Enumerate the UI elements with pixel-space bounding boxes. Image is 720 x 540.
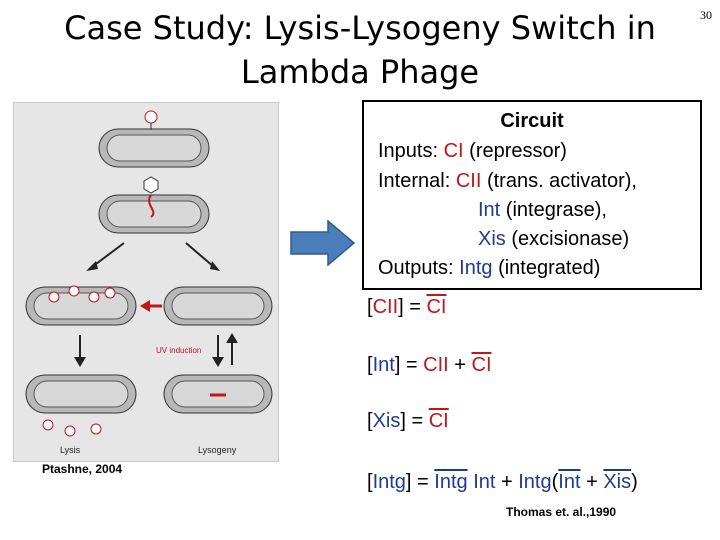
eq2-lhs: Int: [372, 354, 395, 376]
uv-label: UV induction: [156, 346, 201, 355]
inputs-desc: (repressor): [463, 140, 567, 162]
equation-intg: [Intg] = Intg Int + Intg(Int + Xis): [367, 471, 638, 493]
slide-title: Case Study: Lysis-Lysogeny Switch in Lam…: [64, 9, 656, 91]
eq4-term-1: Intg: [434, 471, 468, 493]
equation-xis: [Xis] = CI: [367, 410, 449, 432]
internal-species-1: CII: [455, 170, 482, 192]
eq1-lhs: CII: [372, 296, 399, 318]
outputs-desc: (integrated): [492, 257, 601, 279]
internal-line-1: Internal: CII (trans. activator),: [378, 170, 637, 193]
eq4-term-3: Intg: [518, 471, 552, 493]
eq4-lhs: Intg: [372, 471, 406, 493]
internal-species-2: Int: [478, 199, 501, 221]
outputs-line: Outputs: Intg (integrated): [378, 257, 600, 280]
internal-desc-3: (excisionase): [505, 228, 630, 250]
eq4-term-4: Int: [558, 471, 581, 493]
lysis-label: Lysis: [60, 445, 81, 455]
eq2-term-1: CII: [423, 354, 449, 376]
cell-lysogeny: [163, 374, 273, 414]
inputs-label: Inputs:: [378, 140, 444, 162]
arrow-to-lysogeny: [185, 242, 215, 268]
internal-desc-2: (integrase),: [500, 199, 607, 221]
eq4-term-5: Xis: [603, 471, 632, 493]
cell-lysis: [25, 374, 137, 437]
cell-injection: [98, 176, 210, 234]
outputs-label: Outputs:: [378, 257, 460, 279]
eq3-lhs: Xis: [372, 410, 401, 432]
citation: Thomas et. al.,1990: [506, 505, 617, 519]
inputs-line: Inputs: CI (repressor): [378, 140, 567, 163]
phage-lifecycle-figure: UV induction Lysis Lysogeny: [13, 102, 279, 462]
equation-cii: [CII] = CI: [367, 296, 447, 318]
internal-line-3: Xis (excisionase): [478, 228, 629, 251]
cell-infection: [98, 110, 210, 168]
slide-number: 30: [700, 8, 712, 22]
right-arrow-icon: [290, 220, 356, 266]
arrow-to-lysis: [91, 242, 125, 268]
outputs-species: Intg: [459, 257, 493, 279]
cell-lytic-replication: [25, 285, 137, 326]
internal-label: Internal:: [378, 170, 456, 192]
eq4-term-2: Int: [473, 471, 496, 493]
eq2-term-2: CI: [471, 354, 492, 376]
cell-prophage: [163, 286, 273, 326]
circuit-box: Circuit Inputs: CI (repressor) Internal:…: [362, 100, 702, 290]
internal-desc-1: (trans. activator),: [481, 170, 637, 192]
eq1-term-1: CI: [426, 296, 447, 318]
internal-species-3: Xis: [478, 228, 506, 250]
figure-credit: Ptashne, 2004: [42, 462, 123, 476]
eq3-term-1: CI: [428, 410, 449, 432]
circuit-title: Circuit: [500, 110, 564, 132]
inputs-species: CI: [443, 140, 464, 162]
equation-int: [Int] = CII + CI: [367, 354, 492, 376]
lysogeny-label: Lysogeny: [198, 445, 237, 455]
internal-line-2: Int (integrase),: [478, 199, 607, 222]
